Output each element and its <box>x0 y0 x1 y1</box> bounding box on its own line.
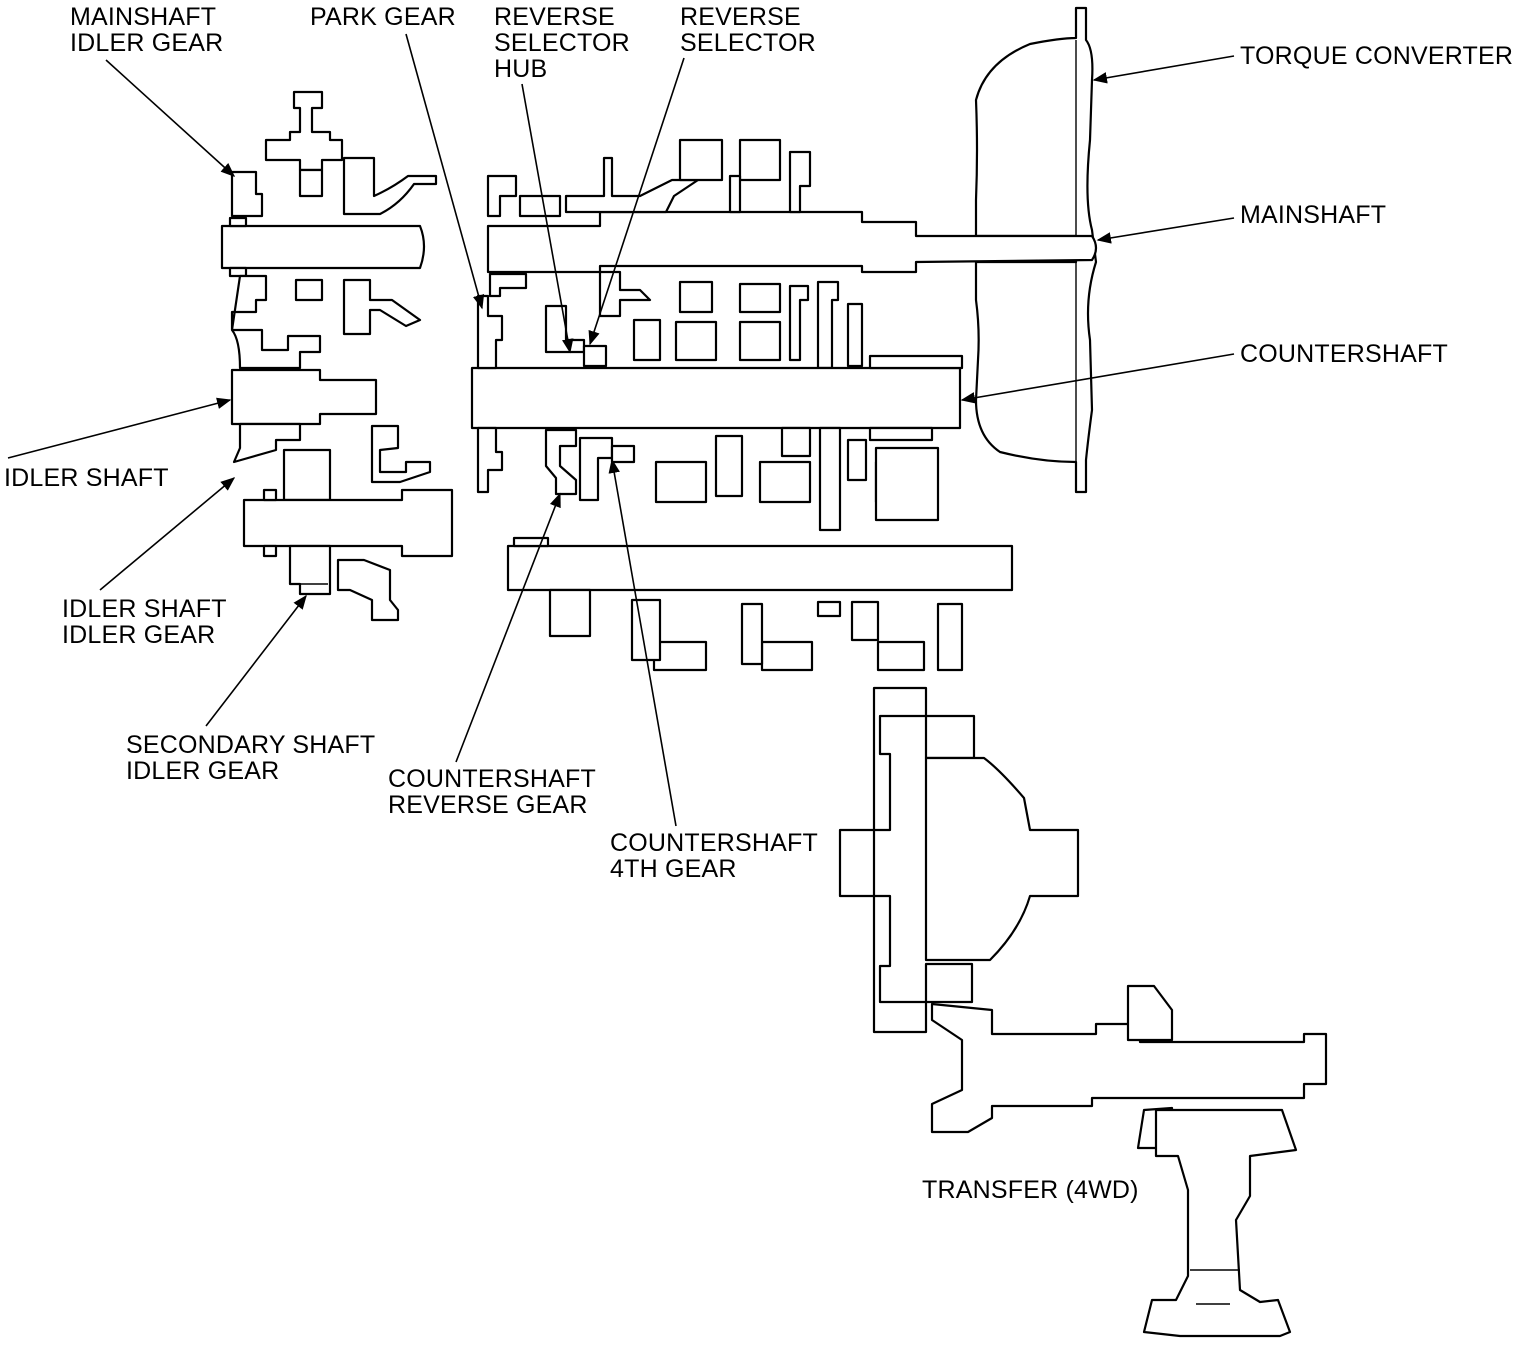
label-reverse-selector-hub: REVERSE SELECTOR HUB <box>494 3 630 83</box>
leader-reverse-selector <box>588 57 685 346</box>
label-idler-shaft: IDLER SHAFT <box>4 464 169 492</box>
mainshaft-assembly <box>486 138 1098 370</box>
label-countershaft-4th-gear: COUNTERSHAFT 4TH GEAR <box>610 829 818 883</box>
leader-idler-shaft-idler-gear <box>99 477 236 591</box>
countershaft-assembly <box>470 294 964 532</box>
idler-shaft <box>230 368 432 484</box>
leader-mainshaft <box>1096 217 1235 244</box>
leader-countershaft-reverse-gear <box>455 492 561 763</box>
label-transfer-4wd: TRANSFER (4WD) <box>922 1176 1139 1204</box>
leader-idler-shaft <box>7 397 232 459</box>
label-countershaft-reverse-gear: COUNTERSHAFT REVERSE GEAR <box>388 765 596 819</box>
transfer-4wd-assembly <box>930 984 1328 1338</box>
label-reverse-selector: REVERSE SELECTOR <box>680 3 816 57</box>
leader-countershaft <box>960 353 1235 404</box>
label-mainshaft: MAINSHAFT <box>1240 201 1387 229</box>
leader-countershaft-4th-gear <box>608 458 677 827</box>
label-idler-shaft-idler-gear: IDLER SHAFT IDLER GEAR <box>62 595 227 649</box>
leader-park-gear <box>405 33 485 310</box>
leader-lines <box>7 33 1235 827</box>
label-secondary-shaft-idler-gear: SECONDARY SHAFT IDLER GEAR <box>126 731 376 785</box>
secondary-shaft-assembly <box>506 536 1014 672</box>
leader-reverse-selector-hub <box>521 83 574 354</box>
differential-assembly <box>838 686 1080 1034</box>
secondary-shaft-idler-assembly <box>242 448 454 622</box>
torque-converter <box>974 6 1098 494</box>
leader-secondary-shaft-idler-gear <box>205 594 307 727</box>
label-mainshaft-idler-gear: MAINSHAFT IDLER GEAR <box>70 3 224 57</box>
label-torque-converter: TORQUE CONVERTER <box>1240 42 1514 70</box>
leader-torque-converter <box>1092 55 1235 84</box>
mainshaft-idler-assembly <box>220 90 438 370</box>
leader-mainshaft-idler-gear <box>105 59 236 177</box>
label-countershaft: COUNTERSHAFT <box>1240 340 1448 368</box>
label-park-gear: PARK GEAR <box>310 3 456 31</box>
